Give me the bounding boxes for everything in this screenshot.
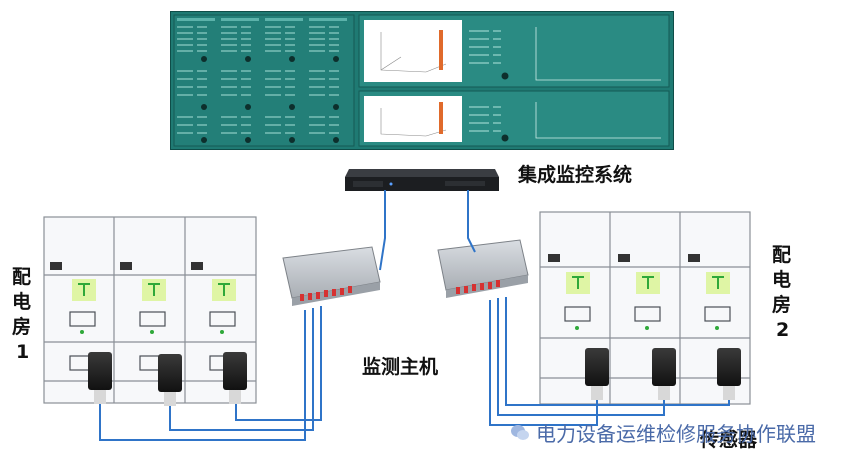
monitoring-host-1 — [282, 246, 381, 306]
integrated-system-label: 集成监控系统 — [518, 164, 633, 186]
server-unit — [345, 165, 500, 197]
monitoring-host-2 — [437, 239, 529, 298]
sensors-room-1 — [88, 352, 247, 406]
switchgear-room-2 — [539, 211, 751, 405]
room-1-char: 配 — [12, 266, 32, 288]
room-1-char: 房 — [12, 316, 32, 338]
room-2-char: 配 — [772, 244, 792, 266]
room-2-char: 房 — [772, 294, 792, 316]
watermark: 电力设备运维检修服务协作联盟 — [510, 418, 816, 447]
monitoring-host-label: 监测主机 — [362, 356, 439, 378]
room-1-label: 配 电 房 1 — [12, 265, 31, 365]
watermark-text: 电力设备运维检修服务协作联盟 — [536, 422, 816, 446]
wechat-icon — [510, 423, 530, 443]
room-2-label: 配 电 房 2 — [772, 243, 791, 343]
room-1-char: 电 — [12, 291, 32, 313]
room-1-char: 1 — [16, 341, 30, 363]
cabinet-details-room-1 — [50, 262, 236, 371]
cables — [99, 190, 730, 441]
room-2-char: 电 — [772, 269, 792, 291]
switchgear-room-1 — [43, 216, 257, 404]
sensor-label: 传感器 — [700, 429, 758, 451]
cabinet-details-room-2 — [548, 254, 731, 330]
sensors-room-2 — [585, 348, 741, 400]
screen-graphics — [173, 14, 670, 147]
monitoring-software-screen — [170, 11, 674, 150]
room-2-char: 2 — [776, 319, 790, 341]
